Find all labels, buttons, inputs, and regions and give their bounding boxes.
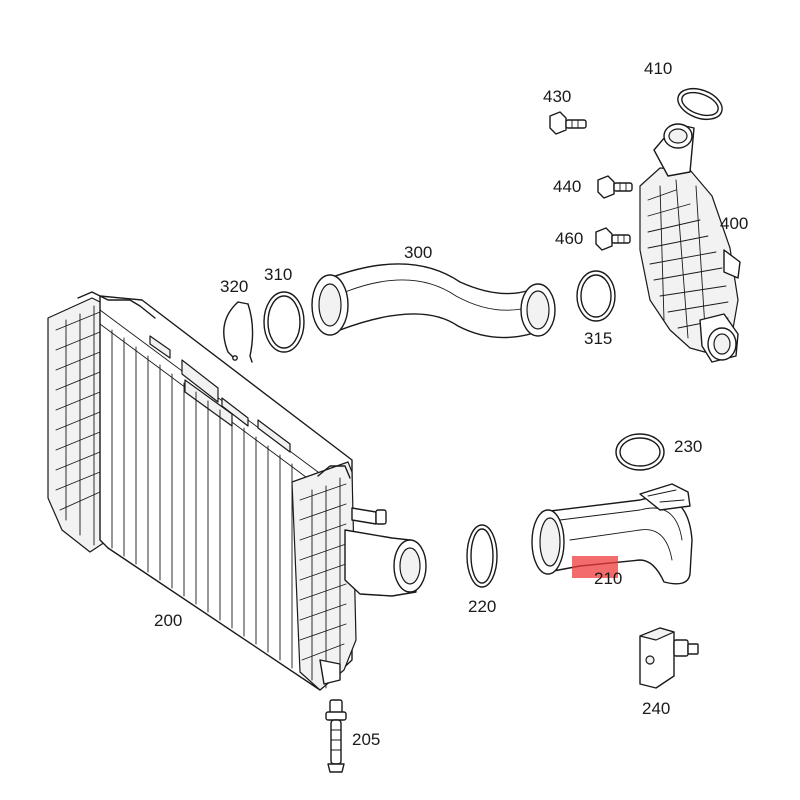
callout-440: 440 [553,177,582,196]
screw-430 [549,111,587,135]
callout-210: 210 [594,569,623,588]
o-ring-220 [466,524,498,588]
o-ring-310 [263,291,305,353]
callout-315: 315 [584,329,613,348]
callout-320: 320 [220,277,249,296]
o-ring-315 [576,270,616,322]
charge-air-hose-300 [311,263,556,339]
bolt-205 [325,699,347,773]
intercooler-200 [47,291,427,691]
callout-230: 230 [674,437,703,456]
sensor-240 [639,627,699,689]
callout-200: 200 [154,611,183,630]
callout-460: 460 [555,229,584,248]
clip-320 [223,301,254,363]
charge-air-distributor-400 [639,123,741,363]
highlight-box [572,556,618,578]
callout-240: 240 [642,699,671,718]
callout-310: 310 [264,265,293,284]
callout-300: 300 [404,243,433,262]
o-ring-230 [615,433,665,471]
callout-410: 410 [644,59,673,78]
callout-400: 400 [720,214,749,233]
callout-205: 205 [352,730,381,749]
screw-440 [597,175,633,199]
screw-460 [595,227,631,251]
seal-410 [677,87,723,121]
callout-430: 430 [543,87,572,106]
callout-220: 220 [468,597,497,616]
